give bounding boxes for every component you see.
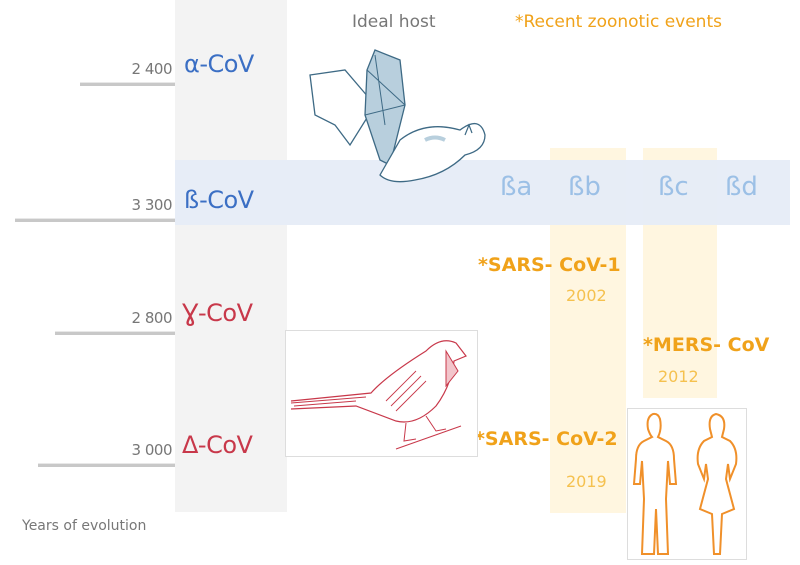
- tick-alpha: [80, 82, 175, 86]
- event-mers-cov: *MERS- CoV: [643, 334, 770, 356]
- subgenus-b: ßb: [568, 172, 601, 202]
- years-alpha: 2 400: [131, 60, 173, 78]
- tick-gamma: [55, 331, 175, 335]
- subgenus-a: ßa: [500, 172, 533, 202]
- ideal-host-heading: Ideal host: [352, 12, 436, 32]
- genus-delta: Δ-CoV: [182, 431, 253, 459]
- event-sars-cov-1-year: 2002: [566, 286, 607, 305]
- genus-column-band: [175, 0, 287, 512]
- genus-alpha: α-CoV: [184, 50, 254, 78]
- years-beta: 3 300: [131, 196, 173, 214]
- zoonotic-events-heading: *Recent zoonotic events: [515, 12, 722, 32]
- event-sars-cov-2-year: 2019: [566, 472, 607, 491]
- event-sars-cov-1: *SARS- CoV-1: [478, 254, 621, 276]
- subgenus-c: ßc: [658, 172, 689, 202]
- years-delta: 3 000: [131, 441, 173, 459]
- subgenus-d: ßd: [725, 172, 758, 202]
- tick-beta: [15, 218, 175, 222]
- bat-icon: [305, 45, 505, 195]
- tick-delta: [38, 463, 175, 467]
- axis-label-years-of-evolution: Years of evolution: [22, 518, 147, 534]
- humans-icon: [627, 408, 747, 560]
- beta-cov-band: [175, 160, 790, 225]
- event-sars-cov-2: *SARS- CoV-2: [475, 428, 618, 450]
- event-mers-cov-year: 2012: [658, 367, 699, 386]
- genus-beta: ß-CoV: [184, 186, 254, 214]
- bird-icon: [285, 330, 478, 457]
- genus-gamma: Ɣ-CoV: [182, 299, 253, 327]
- years-gamma: 2 800: [131, 309, 173, 327]
